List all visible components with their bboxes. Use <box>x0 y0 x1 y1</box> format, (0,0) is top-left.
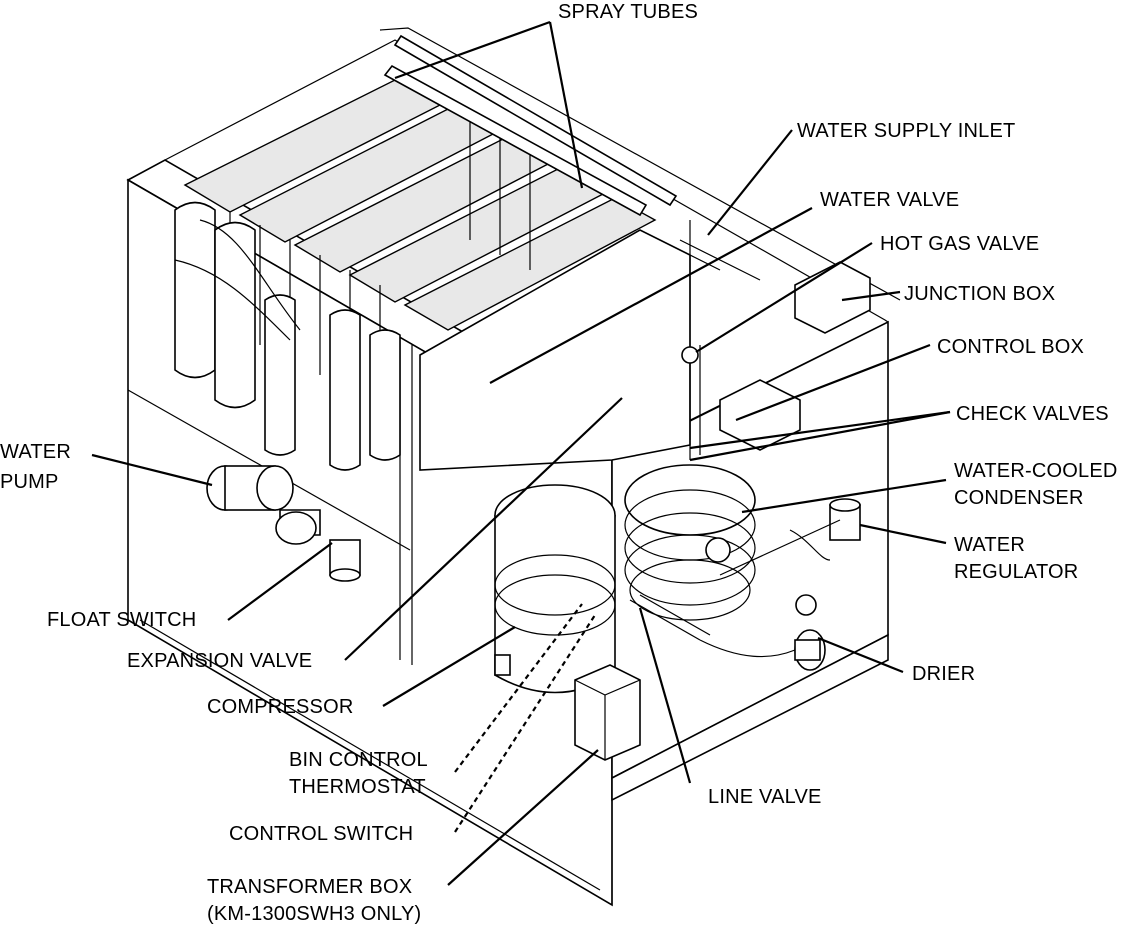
leader-water-valve <box>489 207 813 384</box>
drier-unit <box>699 629 826 671</box>
leader-line-valve <box>638 607 692 784</box>
leader-hot-gas-valve <box>695 242 873 353</box>
reservoir <box>419 220 761 471</box>
label-water-regulator-1: WATER <box>954 534 1025 556</box>
label-water-pump-1: WATER <box>0 441 71 463</box>
right-piping <box>629 345 841 641</box>
regulator-unit <box>789 498 861 561</box>
leader-lines <box>91 20 951 886</box>
machine-illustration <box>126 27 901 907</box>
label-compressor: COMPRESSOR <box>207 696 353 718</box>
leader-control-switch <box>454 614 596 833</box>
leader-spray-tubes-a <box>394 20 551 80</box>
leader-water-regulator <box>859 523 947 545</box>
leader-drier <box>817 636 904 674</box>
leader-compressor <box>382 626 516 707</box>
leader-transformer-box <box>447 749 599 886</box>
label-control-box: CONTROL BOX <box>937 336 1084 358</box>
label-check-valves: CHECK VALVES <box>956 403 1109 425</box>
leader-spray-tubes-b <box>548 21 584 189</box>
leader-control-box <box>735 343 931 422</box>
leader-float-switch <box>227 542 333 621</box>
leader-bin-control-thermostat <box>454 603 583 773</box>
label-float-switch: FLOAT SWITCH <box>47 609 196 631</box>
compressor-unit <box>494 484 616 694</box>
label-drier: DRIER <box>912 663 975 685</box>
label-hot-gas-valve: HOT GAS VALVE <box>880 233 1039 255</box>
leader-water-cooled-condenser <box>741 478 947 514</box>
label-transformer-box-1: TRANSFORMER BOX <box>207 876 412 898</box>
evaporator-piping <box>174 201 401 471</box>
leader-check-valves-a <box>689 410 951 450</box>
label-water-pump-2: PUMP <box>0 471 59 493</box>
label-control-switch: CONTROL SWITCH <box>229 823 413 845</box>
label-junction-box: JUNCTION BOX <box>904 283 1055 305</box>
label-transformer-box-2: (KM-1300SWH3 ONLY) <box>207 903 421 925</box>
leader-water-supply-inlet <box>707 129 793 236</box>
label-water-supply-inlet: WATER SUPPLY INLET <box>797 120 1015 142</box>
label-water-regulator-2: REGULATOR <box>954 561 1078 583</box>
leader-expansion-valve <box>344 397 623 661</box>
label-line-valve: LINE VALVE <box>708 786 822 808</box>
label-water-cooled-1: WATER-COOLED <box>954 460 1118 482</box>
label-water-valve: WATER VALVE <box>820 189 959 211</box>
label-water-cooled-2: CONDENSER <box>954 487 1084 509</box>
leader-junction-box <box>841 290 901 302</box>
label-bin-control-1: BIN CONTROL <box>289 749 428 771</box>
leader-check-valves-b <box>689 410 951 462</box>
transformer-unit <box>574 664 641 761</box>
label-bin-control-2: THERMOSTAT <box>289 776 426 798</box>
condenser-unit <box>624 464 756 621</box>
pump-assembly <box>206 465 361 582</box>
label-spray-tubes: SPRAY TUBES <box>558 1 698 23</box>
leader-water-pump <box>91 453 213 487</box>
callout-labels: SPRAY TUBES WATER SUPPLY INLET WATER VAL… <box>0 1 1118 925</box>
label-expansion-valve: EXPANSION VALVE <box>127 650 312 672</box>
